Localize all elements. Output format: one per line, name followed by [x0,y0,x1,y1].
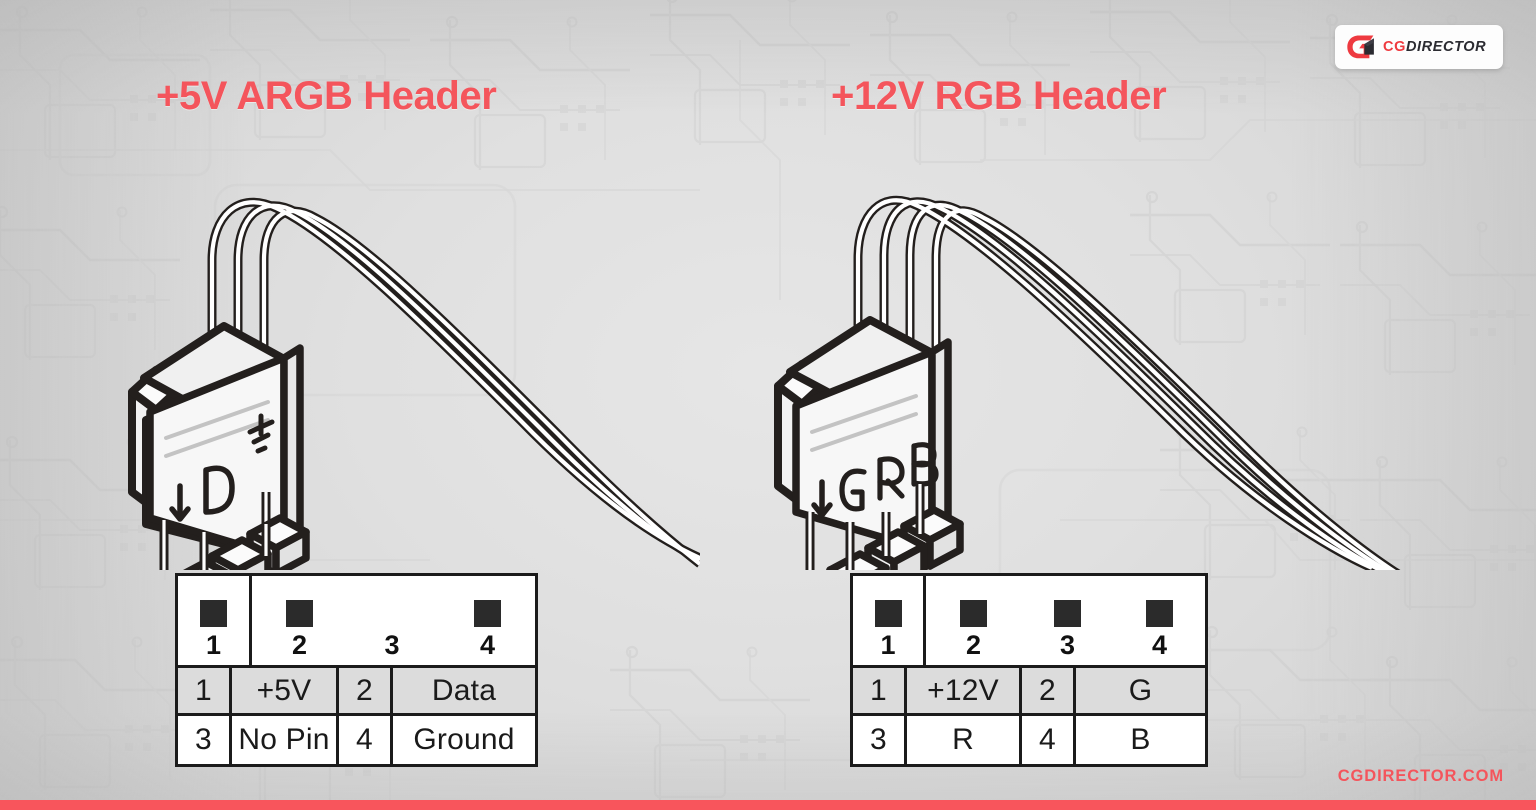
argb-connector-illustration [128,197,700,570]
table-row: 3 No Pin 4 Ground [178,716,535,764]
pin-header-cell-4: 4 [1114,576,1205,665]
pin-number-1: 1 [880,630,896,660]
pin-head-group-single: 1 [853,576,926,665]
pin-label: B [1130,723,1151,756]
pin-number-4: 4 [479,630,496,660]
pin-number-3: 3 [384,630,400,660]
pin-square-4 [474,600,501,627]
pin-square-3 [1054,600,1081,627]
pin-index: 1 [178,668,232,713]
pin-label: Ground [413,723,515,756]
pin-square-4 [1146,600,1173,627]
logo-text-director: DIRECTOR [1405,39,1487,55]
table-row: 1 +5V 2 Data [178,668,535,716]
pin-label: No Pin [232,716,339,764]
cgdirector-logo-mark [1347,35,1374,59]
pin-label: +5V [232,668,339,713]
pin-number-4: 4 [1151,630,1168,660]
rgb-connector-illustration [774,195,1401,570]
pin-header-cell-2: 2 [926,576,1021,665]
pin-number-1: 1 [205,630,222,660]
pin-header-cell-1: 1 [178,576,249,665]
pin-header-cell-4: 4 [437,576,538,665]
pin-header-cell-1: 1 [853,576,923,665]
pin-label: G [1128,673,1153,707]
pin-square-2 [960,600,987,627]
table-row: 3 R 4 B [853,716,1205,764]
pin-square-1 [874,600,902,627]
pin-head-group-triple: 2 3 4 [926,576,1205,665]
pin-square-3-empty [379,600,406,627]
pin-index: 4 [1022,716,1076,764]
pin-head-group-triple: 2 3 4 [252,576,538,665]
pin-number-2: 2 [965,630,982,660]
pin-index: 4 [339,716,393,764]
pin-index: 2 [1022,668,1076,713]
pin-index: 2 [339,668,393,713]
bottom-accent-bar [0,800,1536,810]
pin-header-cell-3: 3 [1021,576,1114,665]
pinout-table-rgb: 1 2 3 4 1 +12V 2 G 3 R 4 B [850,573,1208,767]
panel-title-argb: +5V ARGB Header [156,74,497,118]
pinout-table-argb: 1 2 3 4 1 +5V 2 Data 3 No Pin 4 Ground [175,573,538,767]
panel-title-rgb: +12V RGB Header [831,74,1167,118]
pin-header-cell-3: 3 [347,576,437,665]
pinout-header-row-argb: 1 2 3 4 [178,576,535,668]
pin-square-2 [286,600,313,627]
pin-number-2: 2 [291,630,308,660]
pin-index: 3 [178,716,232,764]
pin-index: 1 [853,668,907,713]
pinout-header-row-rgb: 1 2 3 4 [853,576,1205,668]
pin-label: Data [431,673,497,707]
pin-square-1 [200,600,227,627]
footer-website-url[interactable]: CGDIRECTOR.COM [1337,767,1504,785]
pin-index: 3 [853,716,907,764]
logo-text-cg: CG [1383,39,1406,55]
pin-number-3: 3 [1059,630,1076,660]
table-row: 1 +12V 2 G [853,668,1205,716]
pin-header-cell-2: 2 [252,576,347,665]
pin-head-group-single: 1 [178,576,252,665]
pin-label: +12V [907,668,1022,713]
pin-label: R [907,716,1022,764]
